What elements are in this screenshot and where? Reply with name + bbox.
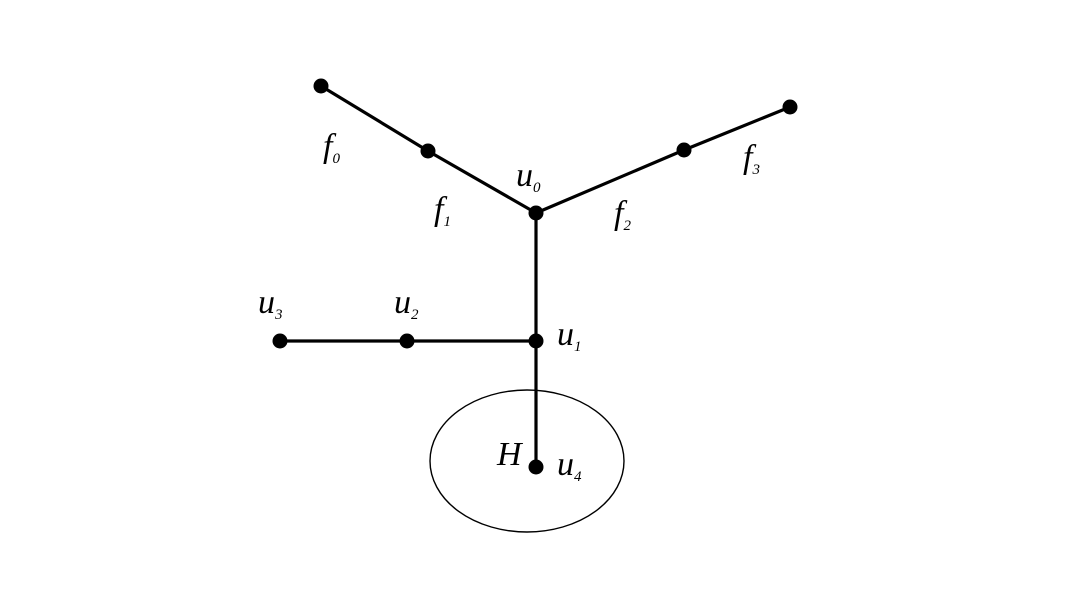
label-f0-sub: 0	[332, 151, 340, 167]
vertex-u3	[272, 333, 288, 349]
label-f1: f1	[434, 191, 451, 230]
label-u3-sub: 3	[274, 307, 283, 323]
edge-f1-u0	[426, 149, 538, 215]
vertex-u2	[399, 333, 415, 349]
label-u4: u4	[557, 446, 582, 485]
vertex-f1	[420, 143, 436, 159]
label-u2: u2	[394, 284, 419, 323]
label-f3-sub: 3	[751, 162, 760, 178]
edge-f2-f3	[682, 105, 792, 152]
label-f0: f0	[323, 128, 340, 167]
region-h-ellipse	[429, 389, 625, 533]
vertex-f3	[782, 99, 798, 115]
label-u0-main: u	[516, 157, 533, 194]
label-f3: f3	[743, 139, 760, 178]
label-u1: u1	[557, 316, 582, 355]
label-u2-sub: 2	[411, 307, 419, 323]
edge-u0-f2	[534, 148, 686, 215]
label-u3-main: u	[258, 284, 275, 321]
label-u3: u3	[258, 284, 283, 323]
vertex-f2	[676, 142, 692, 158]
vertex-f0	[313, 78, 329, 94]
vertex-u1	[528, 333, 544, 349]
vertex-u0	[528, 205, 544, 221]
region-h-label: H	[496, 436, 524, 473]
label-f2-sub: 2	[623, 218, 631, 234]
label-u1-main: u	[557, 316, 574, 353]
label-u4-main: u	[557, 446, 574, 483]
label-u2-main: u	[394, 284, 411, 321]
label-f2: f2	[614, 195, 631, 234]
label-u0-sub: 0	[533, 180, 541, 196]
label-u1-sub: 1	[574, 339, 582, 355]
vertex-u4	[528, 459, 544, 475]
edge-f0-f1	[319, 84, 430, 153]
label-u4-sub: 4	[574, 469, 582, 485]
label-u0: u0	[516, 157, 541, 196]
label-f1-sub: 1	[443, 214, 451, 230]
